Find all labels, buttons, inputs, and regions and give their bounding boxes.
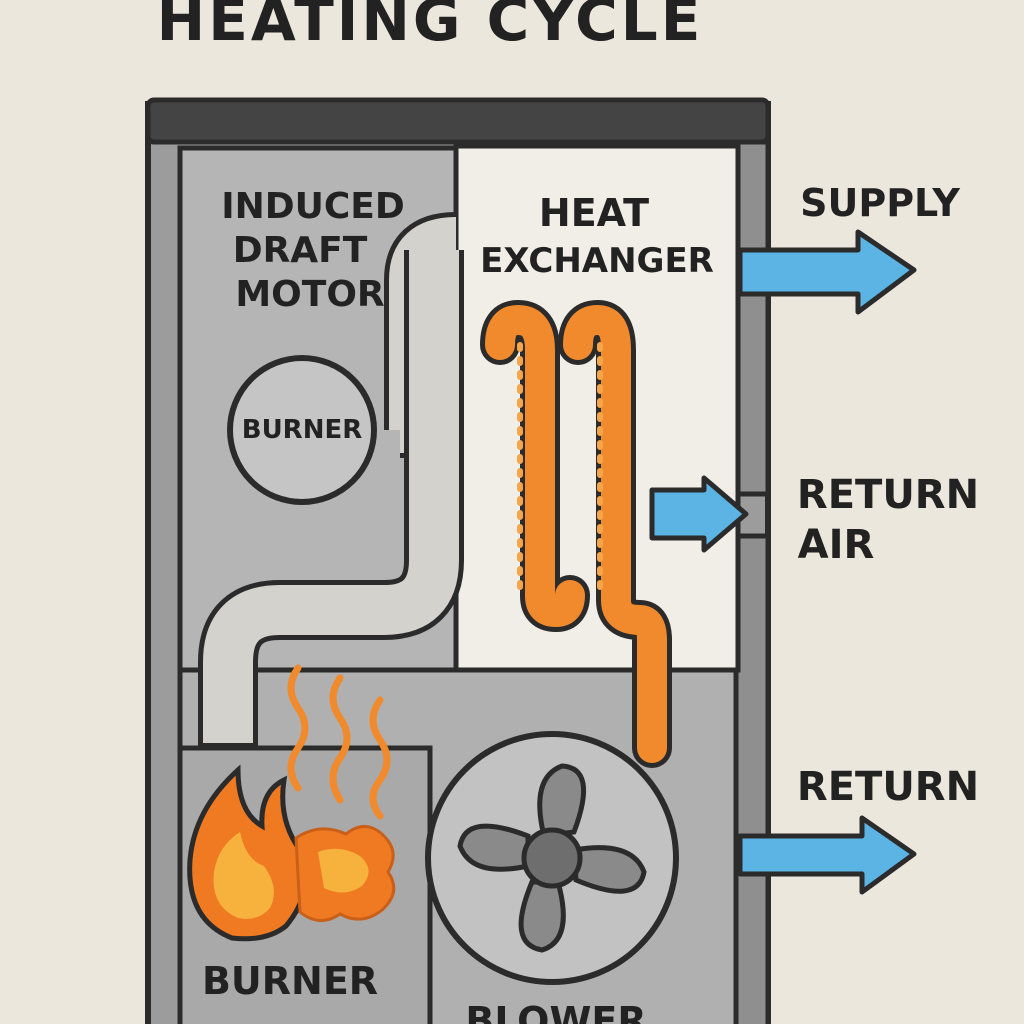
- heat-wave-icon: [287, 664, 391, 820]
- supply-label: SUPPLY: [800, 181, 960, 225]
- arrow-right-icon-return-air: [649, 475, 749, 553]
- right-wall-lower: [733, 533, 771, 1024]
- right-wall-upper: [733, 139, 771, 497]
- burner-label: BURNER: [202, 959, 378, 1003]
- arrow-right-icon-return: [737, 815, 917, 895]
- induced-draft-motor-label-line1: INDUCED: [221, 186, 405, 227]
- flame-icon: [187, 764, 396, 942]
- diagram-title: HEATING CYCLE: [157, 0, 704, 54]
- heat-exchanger-label-line2: EXCHANGER: [480, 241, 714, 281]
- burner-circle-label: BURNER: [242, 415, 363, 445]
- inducer-motor: BURNER: [227, 355, 377, 505]
- exhaust-duct: [198, 212, 464, 746]
- return-air-label-line2: AIR: [798, 522, 875, 568]
- return-label: RETURN: [797, 764, 979, 810]
- induced-draft-motor-label-line2: DRAFT: [233, 230, 368, 271]
- blower-fan-icon: [425, 731, 679, 985]
- heat-exchanger-label-line1: HEAT: [539, 191, 649, 235]
- arrow-right-icon-supply: [737, 229, 917, 315]
- return-air-label-line1: RETURN: [797, 472, 979, 518]
- cabinet-top-panel: [145, 97, 771, 145]
- blower-label: BLOWER: [465, 999, 646, 1024]
- induced-draft-motor-label-line3: MOTOR: [235, 274, 384, 315]
- heat-exchanger-coils: [480, 299, 672, 768]
